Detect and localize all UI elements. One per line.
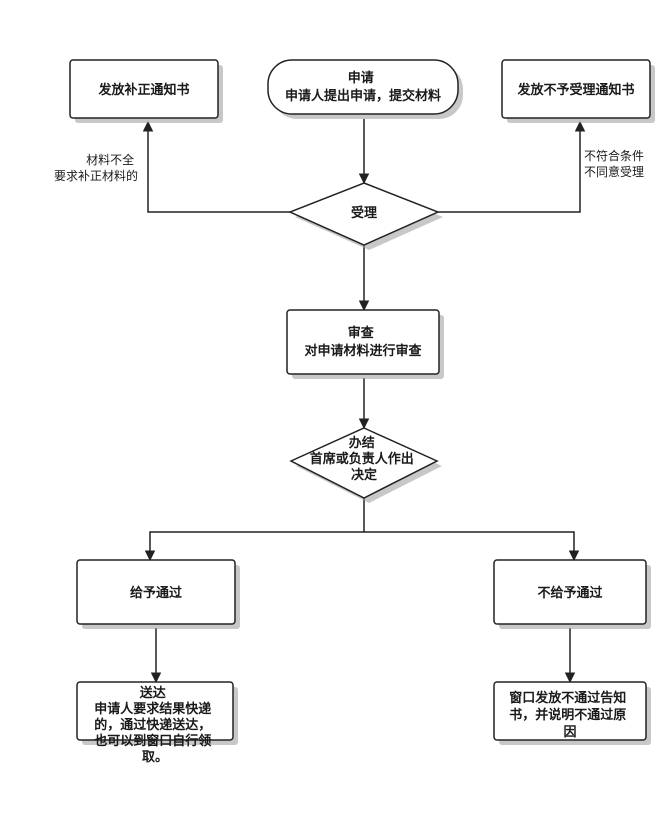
edge-label-not-eligible-line-1: 不符合条件 (584, 148, 644, 163)
node-reject-notice: 发放不予受理通知书 (501, 59, 655, 123)
node-apply-line-2: 申请人提出申请，提交材料 (285, 88, 441, 104)
node-deny-notice-line-2: 书，并说明不通过原 (509, 707, 626, 723)
edge-accept-to-correct-notice (142, 120, 290, 213)
edge-decide-to-approve (144, 498, 365, 562)
node-deny-notice: 窗口发放不通过告知 书，并说明不通过原 因 (493, 681, 651, 745)
edge-decide-to-deny (364, 531, 580, 562)
svg-text:审查 对申请材料进行审查: 审查 对申请材料进行审查 (304, 325, 422, 359)
node-apply: 申请 申请人提出申请，提交材料 (267, 59, 463, 119)
svg-text:发放补正通知书: 发放补正通知书 (97, 82, 189, 98)
edge-label-not-eligible-line-2: 不同意受理 (584, 164, 644, 179)
node-deliver: 送达 申请人要求结果快递 的，通过快递送达， 也可以到窗口自行领 取。 (76, 681, 238, 765)
node-apply-line-1: 申请 (348, 70, 374, 86)
svg-text:申请 申请人提出申请，提交材料: 申请 申请人提出申请，提交材料 (285, 70, 441, 104)
svg-text:送达 申请人要求结果快递 的，通过快: 送达 申请人要求结果快递 的，通过快递送达， 也可以到窗口自行领 取。 (94, 685, 216, 765)
node-deny: 不给予通过 (493, 559, 651, 629)
svg-text:办结 首席或负责人作出 决定: 办结 首席或负责人作出 决定 (310, 435, 419, 483)
node-review: 审查 对申请材料进行审查 (286, 309, 444, 379)
node-approve-line-1: 给予通过 (130, 585, 182, 601)
edge-accept-to-reject-notice (438, 120, 586, 213)
node-review-line-2: 对申请材料进行审查 (304, 343, 422, 359)
edge-label-incomplete-line-1: 材料不全 (86, 152, 134, 167)
node-decide-line-3: 决定 (351, 467, 377, 483)
edge-label-incomplete-line-2: 要求补正材料的 (54, 168, 138, 183)
node-deliver-line-5: 取。 (142, 750, 168, 765)
edges (142, 119, 586, 684)
node-decide-line-2: 首席或负责人作出 (310, 451, 414, 467)
svg-text:发放不予受理通知书: 发放不予受理通知书 (516, 82, 634, 98)
node-decide: 办结 首席或负责人作出 决定 (289, 427, 442, 503)
node-deny-notice-line-1: 窗口发放不通过告知 (509, 690, 626, 706)
node-correct-notice-line-1: 发放补正通知书 (97, 82, 189, 98)
node-deliver-line-1: 送达 (139, 685, 166, 701)
edge-label-not-eligible: 不符合条件 不同意受理 (584, 148, 648, 179)
node-accept-line-1: 受理 (351, 205, 377, 221)
node-approve: 给予通过 (76, 559, 240, 629)
node-correct-notice: 发放补正通知书 (69, 59, 223, 123)
svg-text:窗口发放不通过告知 书，并说明不通过原: 窗口发放不通过告知 书，并说明不通过原 因 (509, 690, 631, 740)
node-deliver-line-4: 也可以到窗口自行领 (94, 733, 211, 749)
node-deliver-line-2: 申请人要求结果快递 (94, 701, 211, 717)
svg-text:不给予通过: 不给予通过 (537, 585, 602, 601)
node-reject-notice-line-1: 发放不予受理通知书 (516, 82, 634, 98)
svg-text:受理: 受理 (351, 205, 377, 221)
node-decide-line-1: 办结 (349, 435, 375, 451)
node-deliver-line-3: 的，通过快递送达， (94, 717, 211, 733)
edge-label-incomplete: 材料不全 要求补正材料的 (54, 152, 138, 183)
node-review-line-1: 审查 (348, 325, 375, 341)
svg-text:给予通过: 给予通过 (130, 585, 182, 601)
node-deny-line-1: 不给予通过 (537, 585, 602, 601)
node-accept: 受理 (288, 182, 443, 250)
node-deny-notice-line-3: 因 (563, 725, 576, 740)
